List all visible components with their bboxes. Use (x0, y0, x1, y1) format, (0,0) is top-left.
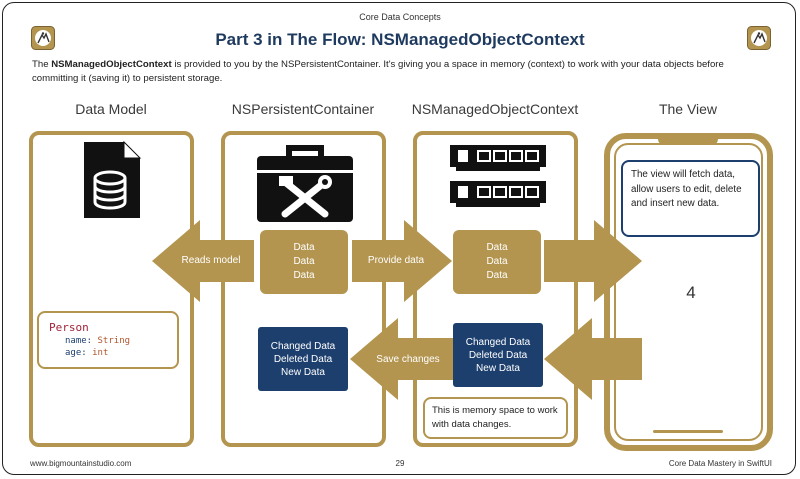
data-item: Data (486, 242, 508, 253)
data-item: Data (486, 270, 508, 281)
provide-data-arrow (352, 220, 452, 302)
attribute-name: name: (65, 336, 93, 346)
reads-model-arrow (152, 220, 254, 302)
context-to-view-arrow (544, 220, 642, 302)
logo-left (31, 26, 55, 50)
save-changes-arrow (350, 318, 454, 400)
database-file-icon (80, 140, 144, 220)
entity-attribute: age: int (49, 347, 167, 359)
footer-book-title: Core Data Mastery in SwiftUI (668, 459, 772, 468)
data-item: Data (293, 242, 315, 253)
memory-note: This is memory space to work with data c… (423, 397, 568, 439)
page-title: Part 3 in The Flow: NSManagedObjectConte… (215, 30, 585, 49)
change-item: New Data (476, 362, 520, 374)
change-item: Deleted Data (468, 349, 528, 361)
change-item: Deleted Data (273, 353, 333, 365)
save-changes-label: Save changes (376, 354, 440, 365)
data-item: Data (486, 256, 508, 267)
column-title-view: The View (658, 101, 718, 117)
change-item: Changed Data (465, 336, 531, 348)
container-data-box: Data Data Data (260, 230, 348, 294)
entity-attribute: name: String (49, 335, 167, 347)
footer-website: www.bigmountainstudio.com (30, 459, 132, 468)
entity-name: Person (49, 321, 89, 334)
view-note: The view will fetch data, allow users to… (621, 160, 760, 237)
change-item: Changed Data (270, 340, 336, 352)
attribute-type: int (92, 348, 109, 358)
view-to-context-arrow (544, 318, 642, 400)
container-panel (221, 131, 386, 447)
intro-bold: NSManagedObjectContext (51, 59, 172, 70)
logo-right (747, 26, 771, 50)
intro-pre: The (32, 59, 52, 70)
toolbox-icon (255, 142, 355, 224)
data-item: Data (293, 270, 315, 281)
entity-card: Person name: String age: int (37, 311, 179, 369)
context-data-box: Data Data Data (453, 230, 541, 294)
change-item: New Data (281, 366, 325, 378)
attribute-type: String (97, 336, 131, 346)
intro-text: The NSManagedObjectContext is provided t… (32, 58, 772, 86)
intro-post: is provided to you by the NSPersistentCo… (32, 59, 724, 84)
memory-chip-icon (448, 141, 548, 211)
mountain-climber-logo-icon (747, 26, 771, 50)
attribute-name: age: (65, 348, 87, 358)
view-number: 4 (686, 283, 696, 302)
column-title-data-model: Data Model (75, 101, 147, 117)
phone-notch (658, 137, 718, 145)
container-changes-box: Changed Data Deleted Data New Data (258, 327, 348, 391)
section-label: Core Data Concepts (359, 12, 441, 22)
phone-home-bar (653, 430, 723, 433)
column-title-container: NSPersistentContainer (231, 101, 375, 117)
column-title-context: NSManagedObjectContext (411, 101, 579, 117)
context-changes-box: Changed Data Deleted Data New Data (453, 323, 543, 387)
data-item: Data (293, 256, 315, 267)
page-number: 29 (395, 459, 405, 468)
mountain-climber-logo-icon (31, 26, 55, 50)
reads-model-label: Reads model (181, 255, 241, 266)
provide-data-label: Provide data (367, 255, 425, 266)
